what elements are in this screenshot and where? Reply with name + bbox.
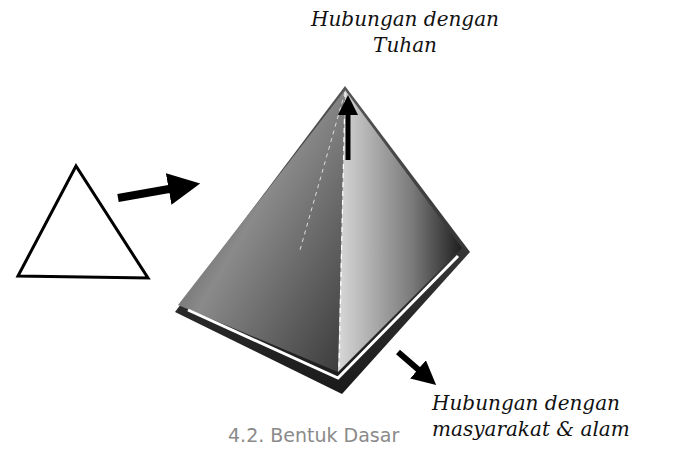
down-arrow bbox=[398, 352, 428, 378]
relation-label: Hubungan dengan Tuhan bbox=[305, 6, 505, 58]
hidden-edge bbox=[339, 92, 345, 368]
pyramid-left-face bbox=[178, 90, 345, 372]
triangle-shape bbox=[18, 166, 148, 278]
relation-label: Hubungan dengan masyarakat & alam bbox=[432, 390, 668, 442]
pyramid-right-face bbox=[338, 90, 462, 372]
pyramid-base-edge bbox=[188, 256, 458, 378]
pyramid-base bbox=[175, 86, 470, 394]
figure-caption: 4.2. Bentuk Dasar bbox=[228, 422, 399, 448]
transform-arrow bbox=[118, 186, 186, 198]
hidden-edge bbox=[300, 92, 345, 250]
up-arrow bbox=[346, 104, 351, 160]
